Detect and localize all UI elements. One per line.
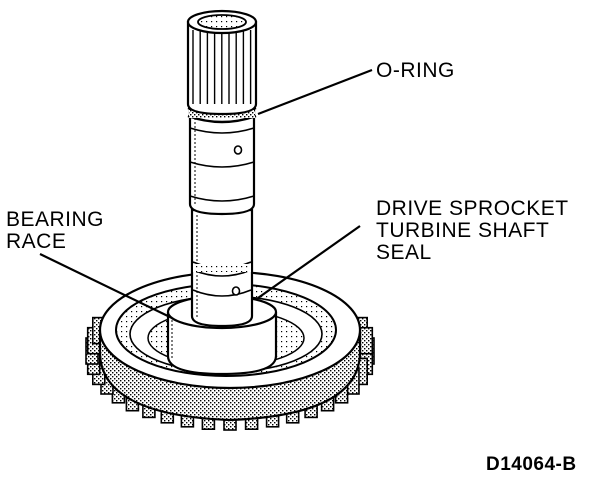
leader-o-ring [257, 68, 373, 116]
leader-lines [39, 68, 373, 319]
o-ring-label: O-RING [376, 59, 455, 82]
leader-bearing-race [39, 253, 173, 319]
drive-sprocket-label-line1: DRIVE SPROCKET [376, 197, 569, 220]
figure-code: D14064-B [486, 454, 577, 475]
drive-sprocket-label-line2: TURBINE SHAFT [376, 219, 550, 242]
bearing-race-label: BEARING RACE [6, 209, 104, 253]
leader-drive-sprocket [257, 225, 361, 299]
bearing-race-label-line1: BEARING [6, 208, 105, 231]
drive-sprocket-label-line3: SEAL [376, 241, 432, 264]
bearing-race-label-line2: RACE [6, 230, 67, 253]
drive-sprocket-seal-label: DRIVE SPROCKET TURBINE SHAFT SEAL [376, 198, 569, 264]
shaft-splines [192, 30, 252, 104]
turbine-shaft [186, 9, 258, 328]
sprocket-tooth [359, 326, 374, 355]
